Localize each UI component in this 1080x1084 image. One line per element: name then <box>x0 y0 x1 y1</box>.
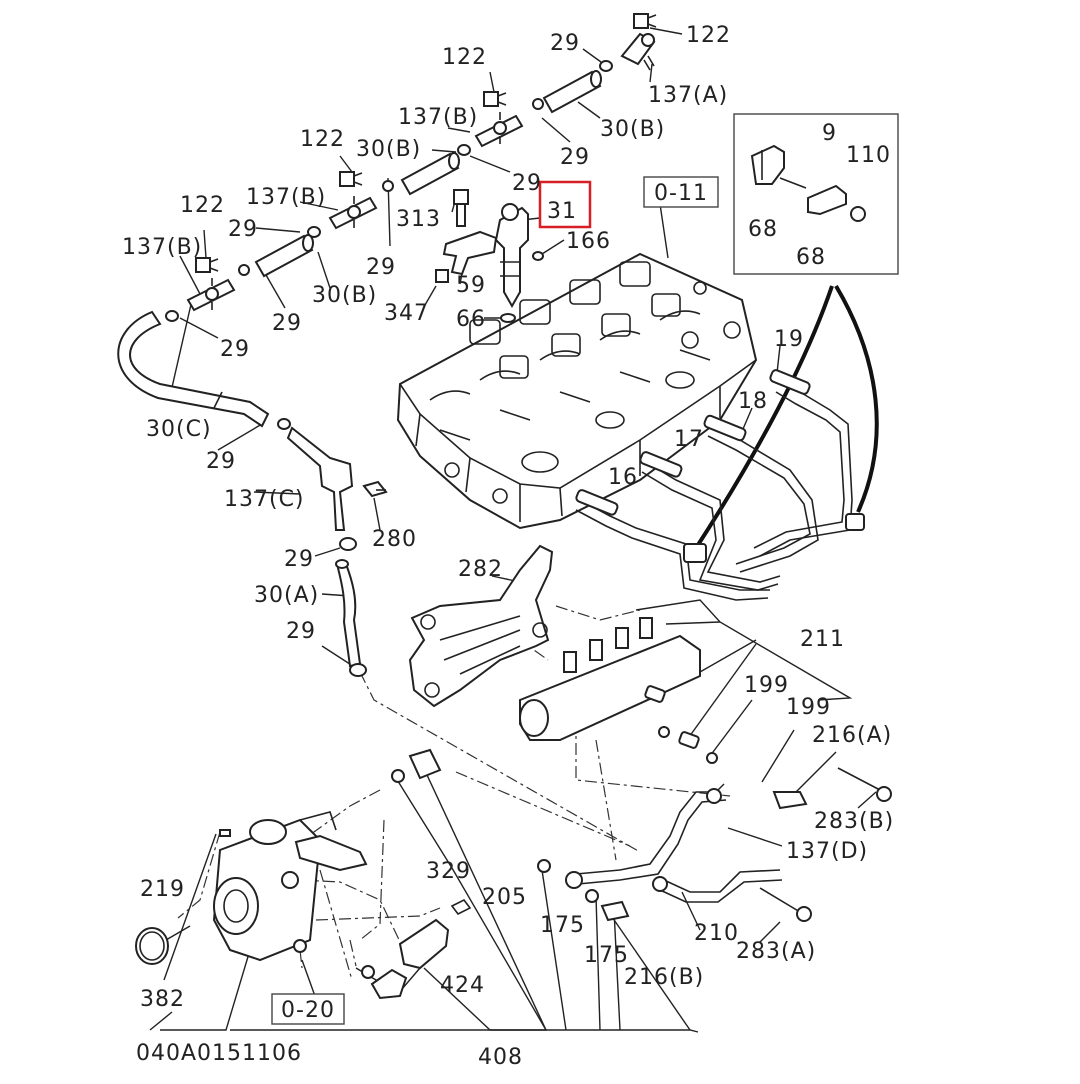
callout-18[interactable]: 18 <box>738 389 768 414</box>
callout-424[interactable]: 424 <box>440 973 485 998</box>
callout-137d[interactable]: 137(D) <box>786 839 868 864</box>
callout-175[interactable]: 175 <box>584 943 629 968</box>
callout-30b[interactable]: 30(B) <box>312 283 377 308</box>
callout-216a[interactable]: 216(A) <box>812 723 892 748</box>
callouts: 122 29 137(A) 122 30(B) 137(B) 29 122 30… <box>122 23 894 1070</box>
bracket-282 <box>408 544 554 708</box>
callout-382[interactable]: 382 <box>140 987 185 1012</box>
callout-30b[interactable]: 30(B) <box>600 117 665 142</box>
callout-29[interactable]: 29 <box>550 31 580 56</box>
callout-110[interactable]: 110 <box>846 143 891 168</box>
callout-29[interactable]: 29 <box>206 449 236 474</box>
callout-137c[interactable]: 137(C) <box>224 487 305 512</box>
callout-175[interactable]: 175 <box>540 913 585 938</box>
callout-313[interactable]: 313 <box>396 207 441 232</box>
callout-282[interactable]: 282 <box>458 557 503 582</box>
callout-216b[interactable]: 216(B) <box>624 965 704 990</box>
callout-122[interactable]: 122 <box>180 193 225 218</box>
callout-68[interactable]: 68 <box>796 245 826 270</box>
drawing-number: 040A0151106 <box>136 1041 302 1066</box>
callout-408[interactable]: 408 <box>478 1045 523 1070</box>
callout-211[interactable]: 211 <box>800 627 845 652</box>
callout-166[interactable]: 166 <box>566 229 611 254</box>
callout-29[interactable]: 29 <box>228 217 258 242</box>
callout-29[interactable]: 29 <box>286 619 316 644</box>
callout-122[interactable]: 122 <box>442 45 487 70</box>
callout-137a[interactable]: 137(A) <box>648 83 728 108</box>
callout-329[interactable]: 329 <box>426 859 471 884</box>
callout-199[interactable]: 199 <box>744 673 789 698</box>
callout-29[interactable]: 29 <box>366 255 396 280</box>
callout-59[interactable]: 59 <box>456 273 486 298</box>
callout-122[interactable]: 122 <box>300 127 345 152</box>
callout-29[interactable]: 29 <box>284 547 314 572</box>
callout-9[interactable]: 9 <box>822 121 837 146</box>
callout-137b[interactable]: 137(B) <box>246 185 326 210</box>
callout-66[interactable]: 66 <box>456 307 486 332</box>
callout-68[interactable]: 68 <box>748 217 778 242</box>
callout-19[interactable]: 19 <box>774 327 804 352</box>
callout-30b[interactable]: 30(B) <box>356 137 421 162</box>
callout-219[interactable]: 219 <box>140 877 185 902</box>
callout-16[interactable]: 16 <box>608 465 638 490</box>
callout-30c[interactable]: 30(C) <box>146 417 212 442</box>
lower-pipes <box>361 748 892 1000</box>
callout-137b[interactable]: 137(B) <box>398 105 478 130</box>
callout-29[interactable]: 29 <box>220 337 250 362</box>
callout-29[interactable]: 29 <box>512 171 542 196</box>
callout-199[interactable]: 199 <box>786 695 831 720</box>
reference-label: 0-20 <box>281 998 335 1023</box>
reference-0-20[interactable]: 0-20 <box>271 993 345 1025</box>
reference-0-11[interactable]: 0-11 <box>643 176 719 208</box>
cylinder-head <box>396 252 758 530</box>
injector-assembly <box>435 189 544 323</box>
callout-283b[interactable]: 283(B) <box>814 809 894 834</box>
callout-122[interactable]: 122 <box>686 23 731 48</box>
supply-pump <box>135 811 368 965</box>
clamp-detail-inset <box>733 113 899 275</box>
callout-280[interactable]: 280 <box>372 527 417 552</box>
highlight-box <box>538 180 592 229</box>
callout-347[interactable]: 347 <box>384 301 429 326</box>
callout-210[interactable]: 210 <box>694 921 739 946</box>
callout-205[interactable]: 205 <box>482 885 527 910</box>
common-rail <box>519 617 718 764</box>
reference-boxes: 0-11 0-20 <box>271 176 719 1025</box>
callout-17[interactable]: 17 <box>674 427 704 452</box>
callout-29[interactable]: 29 <box>560 145 590 170</box>
callout-30a[interactable]: 30(A) <box>254 583 319 608</box>
callout-137b[interactable]: 137(B) <box>122 235 202 260</box>
callout-283a[interactable]: 283(A) <box>736 939 816 964</box>
leak-off-hoses <box>117 13 657 677</box>
reference-label: 0-11 <box>654 181 708 206</box>
callout-31[interactable]: 31 <box>547 199 577 224</box>
callout-29[interactable]: 29 <box>272 311 302 336</box>
assembly-paths <box>177 589 731 981</box>
injection-pipes <box>575 369 865 601</box>
